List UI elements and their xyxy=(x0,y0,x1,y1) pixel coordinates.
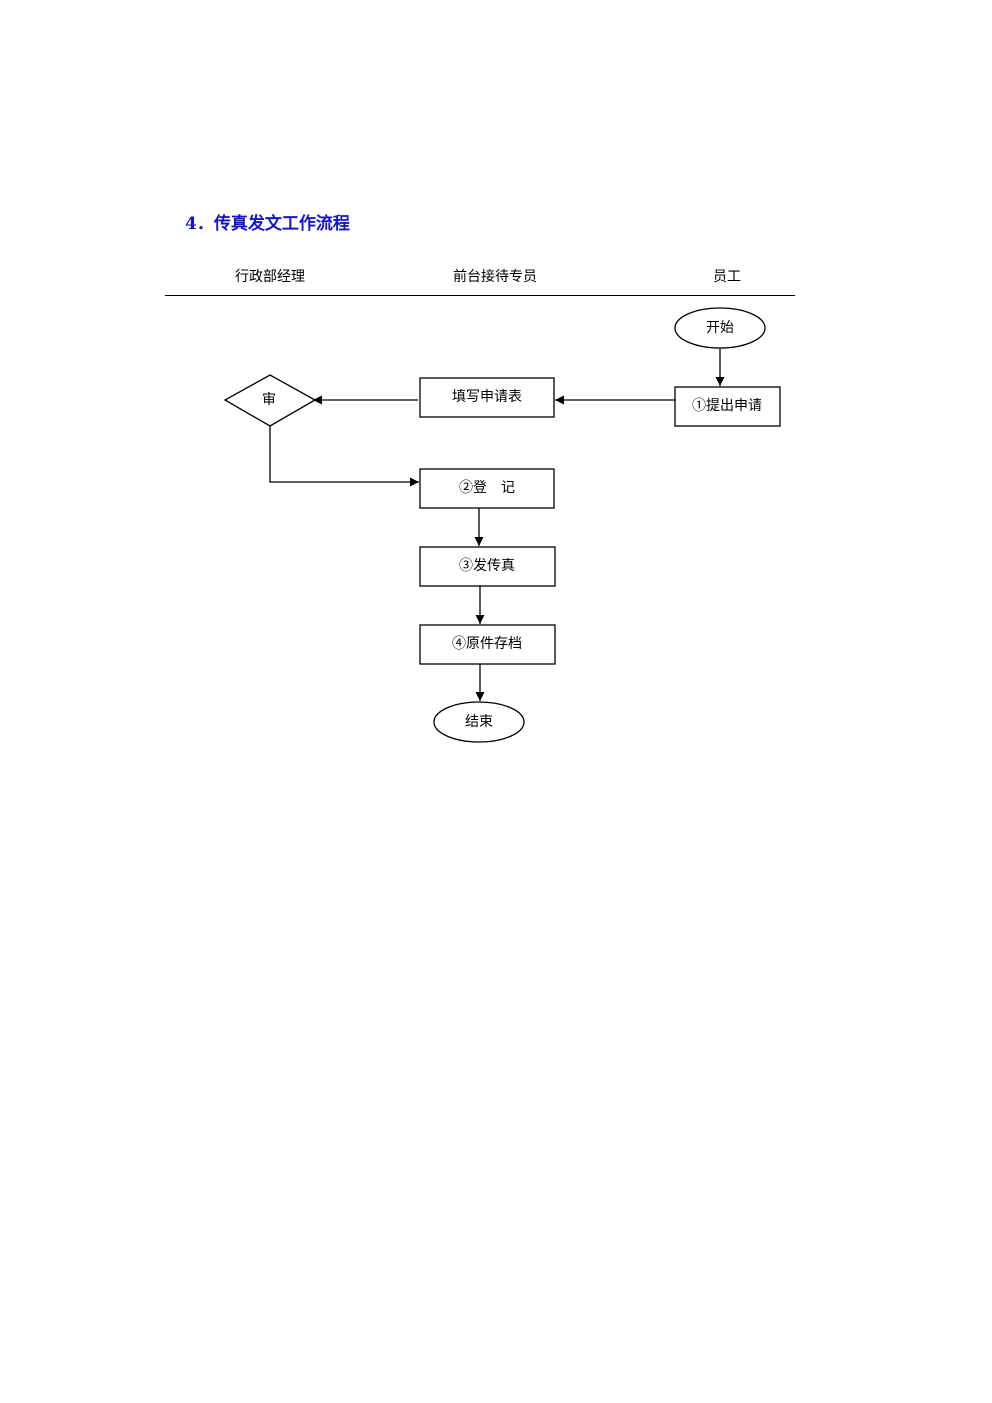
fill-form-label: 填写申请表 xyxy=(452,389,522,405)
archive-label: ④原件存档 xyxy=(452,636,522,652)
arrow-review-to-register xyxy=(269,426,419,487)
lane-label-employee: 员工 xyxy=(713,269,741,285)
end-label: 结束 xyxy=(465,714,493,730)
send-fax-box xyxy=(419,546,556,587)
register-box xyxy=(419,468,555,509)
lane-header-divider xyxy=(165,295,795,296)
lane-label-admin-manager: 行政部经理 xyxy=(235,269,305,285)
register-label: ②登 记 xyxy=(459,480,515,496)
submit-request-label: ①提出申请 xyxy=(692,398,762,414)
submit-request-box xyxy=(674,386,781,427)
start-label: 开始 xyxy=(706,320,734,336)
send-fax-label: ③发传真 xyxy=(459,558,515,574)
review-label: 审 xyxy=(262,392,276,408)
fill-form-box xyxy=(419,377,555,418)
lane-label-reception: 前台接待专员 xyxy=(453,269,537,285)
page-title: 4．传真发文工作流程 xyxy=(185,214,350,234)
end-terminal xyxy=(433,701,525,743)
archive-box xyxy=(419,624,556,665)
